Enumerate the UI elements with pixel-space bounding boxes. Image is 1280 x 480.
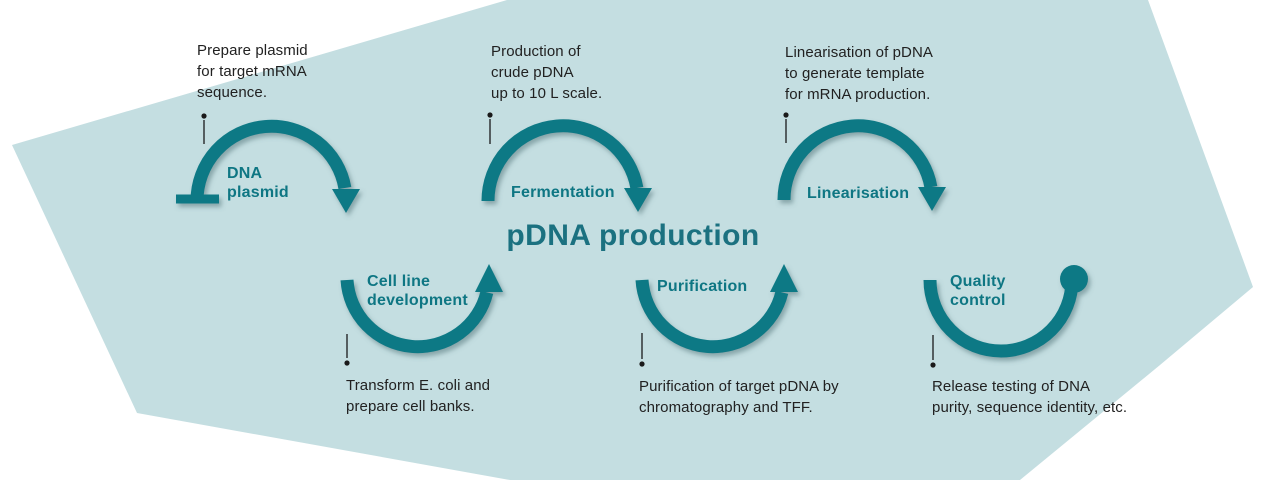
pin-marker-dna-plasmid (201, 113, 207, 144)
arrow-down-icon (918, 187, 946, 211)
pin-marker-fermentation (487, 112, 493, 144)
arrow-up-icon (475, 264, 503, 292)
arrow-down-icon (332, 189, 360, 213)
stage-label-purification: Purification (657, 278, 748, 295)
stage-label-linearisation: Linearisation (807, 185, 910, 202)
pin-marker-linearisation (783, 112, 789, 143)
process-arc-dna-plasmid (176, 119, 360, 213)
process-arc-linearisation (777, 119, 946, 211)
stage-description-cell-line: Transform E. coli and prepare cell banks… (346, 377, 491, 415)
stage-label-cell-line: Cell line development (367, 273, 468, 309)
page-title: pDNA production (506, 219, 760, 252)
background-shape (12, 0, 1253, 480)
stage-description-purification: Purification of target pDNA by chromatog… (639, 378, 839, 416)
pin-marker-cell-line (344, 334, 350, 366)
arrow-up-icon (770, 264, 798, 292)
stage-description-fermentation: Production of crude pDNA up to 10 L scal… (491, 43, 603, 102)
stage-description-linearisation: Linearisation of pDNA to generate templa… (785, 44, 934, 103)
process-arc-quality-control (923, 265, 1088, 358)
process-arc-cell-line (340, 264, 503, 354)
end-circle-icon (1060, 265, 1088, 293)
stage-description-quality-control: Release testing of DNA purity, sequence … (932, 378, 1128, 416)
arrow-down-icon (624, 188, 652, 212)
stage-label-quality-control: Quality control (950, 273, 1006, 309)
pin-marker-purification (639, 333, 645, 367)
stage-description-dna-plasmid: Prepare plasmid for target mRNA sequence… (197, 42, 308, 101)
pin-marker-quality-control (930, 335, 936, 368)
process-arc-purification (635, 264, 798, 354)
stage-label-dna-plasmid: DNA plasmid (227, 165, 289, 201)
stage-label-fermentation: Fermentation (511, 184, 615, 201)
process-arc-fermentation (481, 119, 652, 212)
